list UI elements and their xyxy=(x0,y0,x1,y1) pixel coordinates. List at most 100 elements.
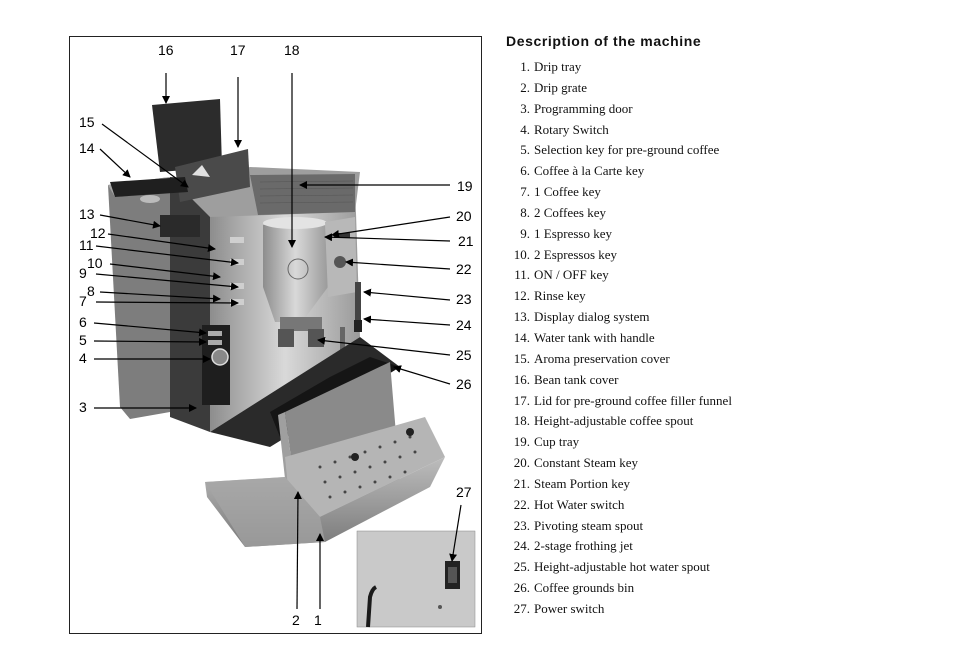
callout-11: 11 xyxy=(79,237,94,253)
list-item: 11.ON / OFF key xyxy=(506,265,926,286)
list-item-number: 25. xyxy=(513,559,530,575)
list-item-number: 9. xyxy=(520,225,530,241)
leader-14 xyxy=(99,148,131,178)
list-item: 13.Display dialog system xyxy=(506,307,926,328)
list-item: 1. Drip tray xyxy=(506,57,926,78)
leader-8 xyxy=(99,291,221,303)
list-item-number: 13. xyxy=(513,309,530,325)
list-item: 18.Height-adjustable coffee spout xyxy=(506,411,926,432)
list-item-label: Constant Steam key xyxy=(534,455,638,471)
callout-26: 26 xyxy=(456,376,472,392)
list-item: 26.Coffee grounds bin xyxy=(506,578,926,599)
callout-20: 20 xyxy=(456,208,472,224)
list-item: 10.2 Espressos key xyxy=(506,245,926,266)
leader-20 xyxy=(331,216,451,238)
list-item-number: 3. xyxy=(520,100,530,116)
callout-27: 27 xyxy=(456,484,472,500)
callout-4: 4 xyxy=(79,350,87,366)
list-item-number: 4. xyxy=(520,121,530,137)
list-item: 6.Coffee à la Carte key xyxy=(506,161,926,182)
list-item-label: Coffee grounds bin xyxy=(534,580,635,596)
callout-12: 12 xyxy=(90,225,106,241)
list-item-label: Lid for pre-ground coffee filler funnel xyxy=(534,392,732,408)
callout-5: 5 xyxy=(79,332,87,348)
list-item: 20.Constant Steam key xyxy=(506,453,926,474)
list-item-number: 7. xyxy=(520,184,530,200)
list-item-label: Drip tray xyxy=(534,59,582,74)
callout-7: 7 xyxy=(79,293,87,309)
leader-13 xyxy=(99,214,161,229)
list-item: 24.2-stage frothing jet xyxy=(506,536,926,557)
machine-body xyxy=(108,99,445,547)
leader-6 xyxy=(93,322,207,337)
list-item-label: Hot Water switch xyxy=(534,496,625,512)
list-item-label: 2 Espressos key xyxy=(534,246,618,262)
leader-11 xyxy=(95,245,239,267)
list-item-number: 2. xyxy=(520,79,530,95)
leader-21 xyxy=(324,233,451,242)
list-item-number: 24. xyxy=(513,538,530,554)
list-item-number: 16. xyxy=(513,371,530,387)
list-item-number: 20. xyxy=(513,455,530,471)
callout-13: 13 xyxy=(79,206,95,222)
list-item: 14.Water tank with handle xyxy=(506,328,926,349)
list-item: 15.Aroma preservation cover xyxy=(506,349,926,370)
list-item: 19.Cup tray xyxy=(506,432,926,453)
list-item: 2.Drip grate xyxy=(506,78,926,99)
coffee-machine-illustration: 16 17 18 15 14 13 12 11 10 9 8 7 6 5 4 3… xyxy=(79,42,476,628)
list-item: 5.Selection key for pre-ground coffee xyxy=(506,140,926,161)
list-item-number: 5. xyxy=(520,142,530,158)
callout-24: 24 xyxy=(456,317,472,333)
list-item-number: 15. xyxy=(513,350,530,366)
list-item-label: ON / OFF key xyxy=(534,267,609,283)
callout-9: 9 xyxy=(79,265,87,281)
list-item-number: 17. xyxy=(513,392,530,408)
list-item: 12.Rinse key xyxy=(506,286,926,307)
callout-1: 1 xyxy=(314,612,322,628)
list-item: 21.Steam Portion key xyxy=(506,474,926,495)
leader-12 xyxy=(107,233,216,252)
list-item-label: Water tank with handle xyxy=(534,329,655,345)
callout-19: 19 xyxy=(457,178,473,194)
leader-15 xyxy=(101,123,189,188)
list-item-label: Power switch xyxy=(534,600,605,616)
list-item-label: Height-adjustable hot water spout xyxy=(534,559,710,575)
list-item-number: 8. xyxy=(520,204,530,220)
callout-18: 18 xyxy=(284,42,300,58)
callout-15: 15 xyxy=(79,114,95,130)
callout-2: 2 xyxy=(292,612,300,628)
list-item: 4.Rotary Switch xyxy=(506,120,926,141)
list-item-label: 2 Coffees key xyxy=(534,204,606,220)
callout-25: 25 xyxy=(456,347,472,363)
callout-14: 14 xyxy=(79,140,95,156)
leader-27 xyxy=(449,504,462,562)
callout-23: 23 xyxy=(456,291,472,307)
section-title: Description of the machine xyxy=(506,33,702,49)
list-item-label: Cup tray xyxy=(534,434,580,450)
list-item-number: 1. xyxy=(520,59,530,74)
leader-9 xyxy=(95,273,239,291)
list-item-number: 14. xyxy=(513,329,530,345)
callout-21: 21 xyxy=(458,233,474,249)
list-item-label: Drip grate xyxy=(534,79,588,95)
list-item-label: Rinse key xyxy=(534,288,586,304)
list-item: 8.2 Coffees key xyxy=(506,203,926,224)
callout-16: 16 xyxy=(158,42,174,58)
list-item: 22.Hot Water switch xyxy=(506,495,926,516)
leader-5 xyxy=(93,337,207,346)
leader-7 xyxy=(95,298,239,307)
callout-labels: 16 17 18 15 14 13 12 11 10 9 8 7 6 5 4 3… xyxy=(79,42,474,628)
power-switch-inset xyxy=(356,530,476,628)
list-item-number: 6. xyxy=(520,163,530,179)
description-section: Description of the machine 1. Drip tray 2.… xyxy=(506,31,926,620)
list-item: 7.1 Coffee key xyxy=(506,182,926,203)
list-item-label: Aroma preservation cover xyxy=(534,350,670,366)
list-item-number: 27. xyxy=(513,600,530,616)
list-item-label: 1 Coffee key xyxy=(534,184,601,200)
list-item-label: Display dialog system xyxy=(534,309,650,325)
list-item-label: Height-adjustable coffee spout xyxy=(534,413,694,429)
list-item: 17.Lid for pre-ground coffee filler funn… xyxy=(506,391,926,412)
callout-8: 8 xyxy=(87,283,95,299)
list-item-label: 2-stage frothing jet xyxy=(534,538,633,554)
leader-25 xyxy=(317,336,451,356)
